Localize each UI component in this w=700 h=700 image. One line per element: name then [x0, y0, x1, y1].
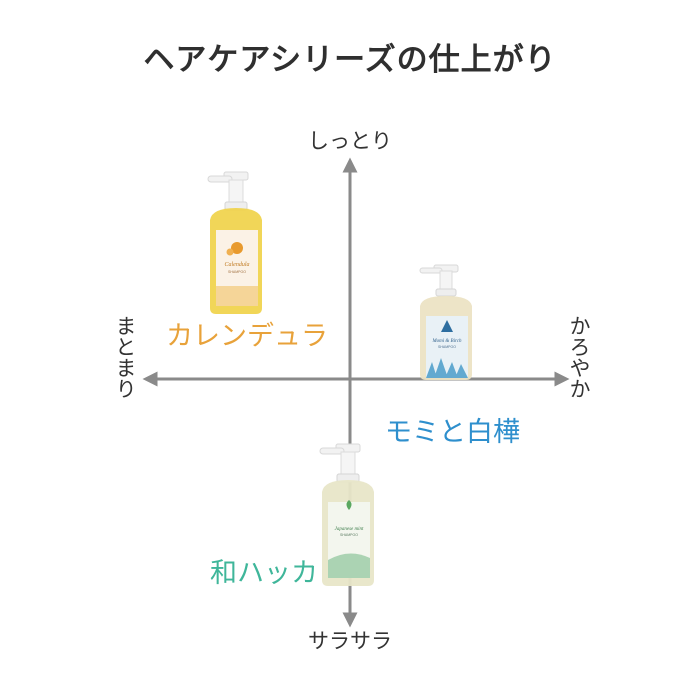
product-label-hakka: 和ハッカ [210, 558, 318, 589]
momi-bottle: Momi & Birch SHAMPOO [419, 264, 472, 380]
axis-label-top: しっとり [308, 129, 392, 153]
momi-bottle-text: Momi & Birch [432, 339, 462, 344]
hakka-bottle: Japanese mint SHAMPOO [319, 443, 374, 586]
calendula-bottle-text: Calendula [225, 262, 250, 268]
momi-bottle-sub: SHAMPOO [438, 345, 456, 349]
page-title: ヘアケアシリーズの仕上がり [143, 42, 557, 78]
product-label-momi: モミと白樺 [385, 417, 520, 448]
axis-label-bottom: サラサラ [308, 629, 392, 653]
hakka-bottle-text: Japanese mint [335, 527, 364, 532]
product-label-calendula: カレンデュラ [166, 321, 328, 352]
calendula-bottle: Calendula SHAMPOO [207, 171, 262, 314]
hakka-bottle-sub: SHAMPOO [340, 533, 358, 537]
axis-label-left: まとまり [113, 315, 137, 399]
calendula-bottle-sub: SHAMPOO [228, 270, 246, 274]
axis-label-right: かろやか [567, 315, 591, 399]
